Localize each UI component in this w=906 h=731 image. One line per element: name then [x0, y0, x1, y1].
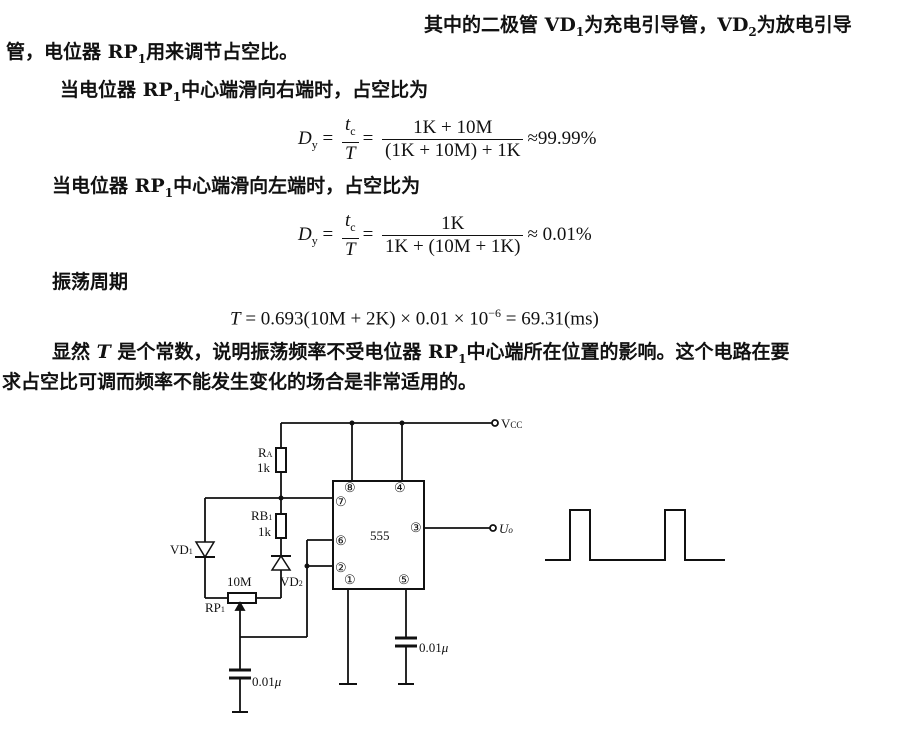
text-line-2: 管，电位器 RP1用来调节占空比。 [6, 41, 299, 66]
svg-text:0.01μ: 0.01μ [252, 674, 282, 689]
svg-text:VCC: VCC [501, 416, 522, 431]
text-line-3: 当电位器 RP1中心端滑向右端时，占空比为 [60, 79, 429, 104]
svg-text:0.01μ: 0.01μ [419, 640, 449, 655]
svg-text:555: 555 [370, 528, 390, 543]
svg-text:10M: 10M [227, 574, 252, 589]
svg-text:RA: RA [258, 445, 273, 460]
vcc-label: V [501, 416, 511, 431]
text-line-5: 振荡周期 [52, 271, 129, 293]
svg-text:①: ① [344, 572, 356, 587]
equation-3: T = 0.693(10M + 2K) × 0.01 × 10−6 = 69.3… [230, 306, 599, 330]
svg-text:⑥: ⑥ [335, 533, 347, 548]
svg-text:④: ④ [394, 480, 406, 495]
svg-text:RB1: RB1 [251, 508, 272, 523]
svg-text:VD1: VD1 [170, 542, 193, 557]
svg-text:③: ③ [410, 520, 422, 535]
text-line-1: 其中的二极管 VD1为充电引导管，VD2为放电引导 [424, 14, 852, 39]
svg-text:VD2: VD2 [280, 574, 303, 589]
text-line-4: 当电位器 RP1中心端滑向左端时，占空比为 [52, 175, 421, 200]
svg-text:⑤: ⑤ [398, 572, 410, 587]
svg-text:②: ② [335, 560, 347, 575]
svg-text:Uo: Uo [499, 521, 513, 536]
svg-text:1k: 1k [257, 460, 271, 475]
text-line-7: 求占空比可调而频率不能发生变化的场合是非常适用的。 [2, 371, 478, 393]
svg-text:⑦: ⑦ [335, 494, 347, 509]
svg-text:1k: 1k [258, 524, 272, 539]
svg-text:RP1: RP1 [205, 600, 225, 615]
text-line-6: 显然 T 是个常数，说明振荡频率不受电位器 RP1中心端所在位置的影响。这个电路… [52, 341, 790, 366]
svg-text:⑧: ⑧ [344, 480, 356, 495]
